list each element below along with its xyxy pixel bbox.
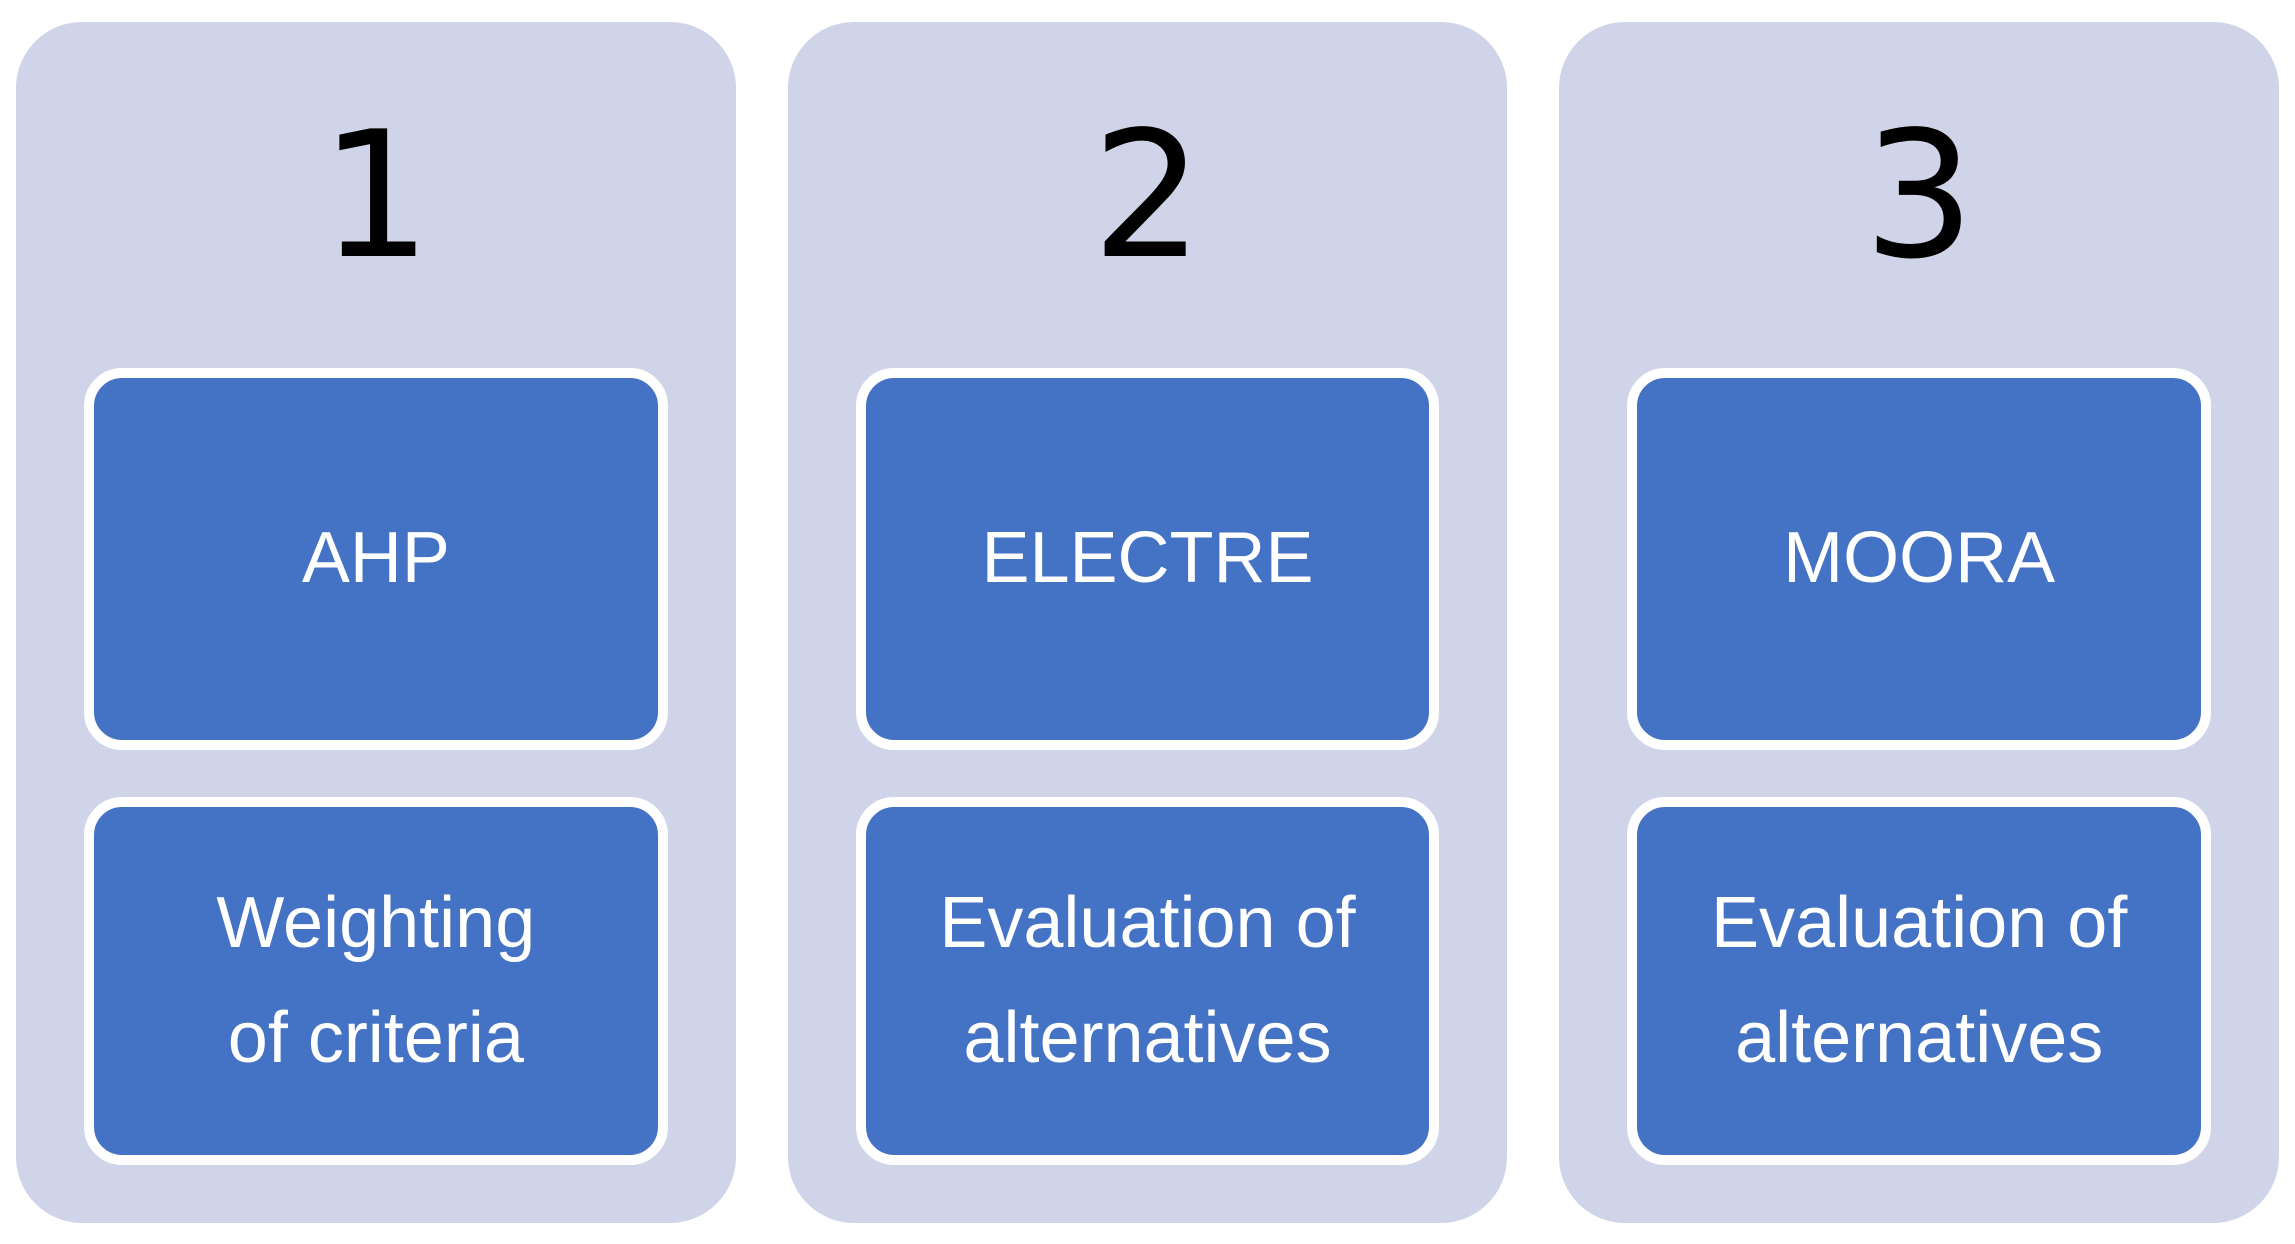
method-box-label: MOORA bbox=[1783, 518, 2056, 599]
task-box-line-2: of criteria bbox=[227, 998, 524, 1078]
task-box-evaluation: Evaluation of alternatives bbox=[855, 797, 1440, 1165]
method-box-label: AHP bbox=[301, 518, 450, 599]
method-box-label: ELECTRE bbox=[981, 518, 1314, 599]
step-number-1: 1 bbox=[320, 95, 432, 298]
step-number-2: 2 bbox=[1091, 95, 1204, 298]
step-number-3: 3 bbox=[1863, 95, 1975, 298]
task-box-line-1: Weighting bbox=[216, 882, 536, 963]
task-box-line-2: alternatives bbox=[1735, 998, 2104, 1078]
method-box-moora: MOORA bbox=[1627, 368, 2212, 750]
task-box-line-1: Evaluation of bbox=[1711, 882, 2128, 963]
method-box-electre: ELECTRE bbox=[855, 368, 1440, 750]
task-box-line-2: alternatives bbox=[963, 998, 1332, 1078]
task-box-weighting: Weighting of criteria bbox=[84, 797, 668, 1165]
method-box-ahp: AHP bbox=[84, 368, 668, 750]
step-card-1: 1 AHP Weighting of criteria bbox=[16, 22, 736, 1223]
step-card-3: 3 MOORA Evaluation of alternatives bbox=[1559, 22, 2280, 1223]
task-box-line-1: Evaluation of bbox=[939, 882, 1356, 963]
step-card-2: 2 ELECTRE Evaluation of alternatives bbox=[787, 22, 1508, 1223]
task-box-evaluation: Evaluation of alternatives bbox=[1627, 797, 2212, 1165]
